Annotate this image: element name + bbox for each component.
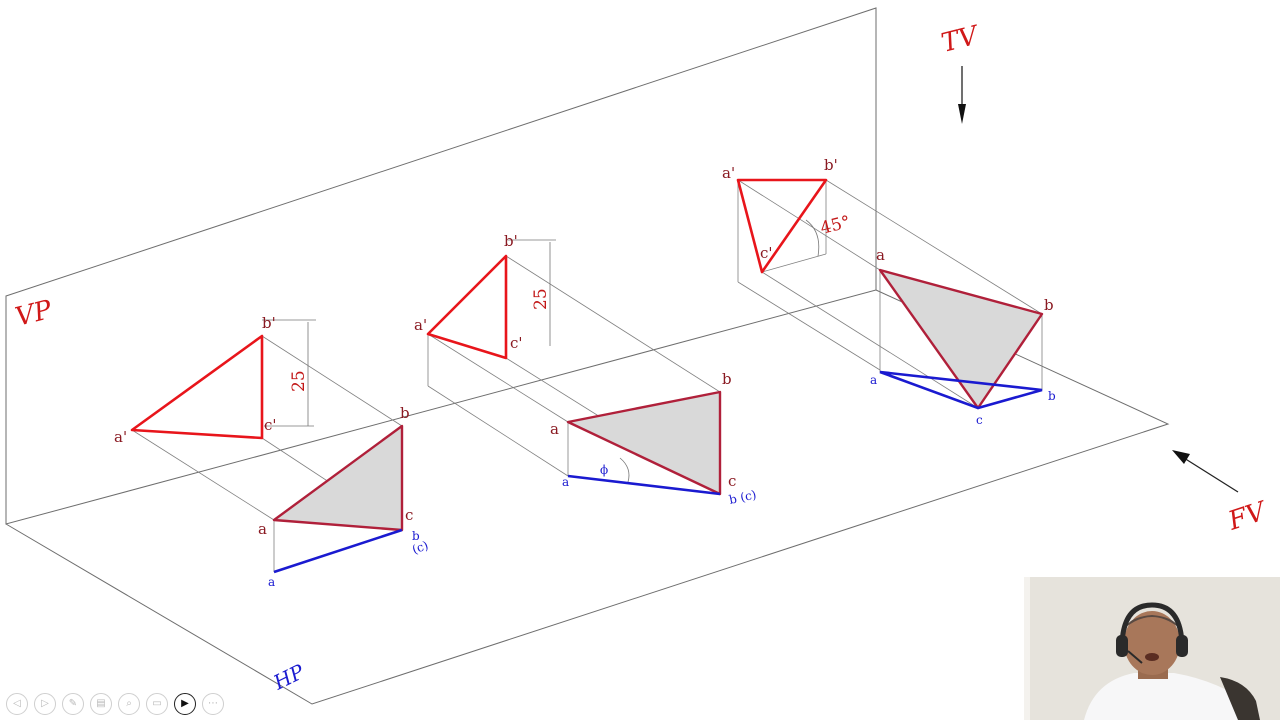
left-b-prime-label: b' bbox=[262, 314, 276, 332]
left-true-shape-triangle bbox=[272, 424, 404, 532]
subtitles-icon[interactable]: ▭ bbox=[146, 693, 168, 715]
left-b-label: b bbox=[400, 404, 410, 422]
left-dimension-25: 25 bbox=[289, 370, 309, 392]
slides-icon[interactable]: ▤ bbox=[90, 693, 112, 715]
right-b-label: b bbox=[1044, 296, 1054, 314]
left-a-prime-label: a' bbox=[114, 428, 127, 446]
middle-true-shape-triangle bbox=[566, 390, 722, 496]
hp-label: HP bbox=[269, 659, 309, 695]
camera-icon[interactable]: ▶ bbox=[174, 693, 196, 715]
left-a-top-label: a bbox=[268, 575, 275, 589]
previous-icon[interactable]: ◁ bbox=[6, 693, 28, 715]
right-c-prime-label: c' bbox=[760, 244, 773, 262]
right-a-prime-label: a' bbox=[722, 164, 735, 182]
left-front-view-triangle bbox=[130, 334, 264, 440]
right-b-prime-label: b' bbox=[824, 156, 838, 174]
left-c-label: c bbox=[405, 506, 413, 524]
horizontal-plane bbox=[5, 289, 1170, 705]
more-icon[interactable]: ⋯ bbox=[202, 693, 224, 715]
right-a-top-label: a bbox=[870, 373, 877, 387]
middle-phi-label: ϕ bbox=[600, 463, 608, 477]
left-c-prime-label: c' bbox=[264, 416, 277, 434]
middle-dimension-25: 25 bbox=[531, 288, 551, 310]
middle-bc-top-label: b (c) bbox=[728, 488, 758, 507]
left-a-label: a bbox=[258, 520, 267, 538]
fv-label: FV bbox=[1224, 496, 1271, 537]
left-c-top-label: (c) bbox=[410, 538, 430, 557]
middle-b-label: b bbox=[722, 370, 732, 388]
middle-a-label: a bbox=[550, 420, 559, 438]
fv-arrow-icon bbox=[1172, 450, 1239, 493]
left-top-view-line bbox=[273, 528, 403, 574]
left-b-top-label: b bbox=[412, 529, 420, 543]
middle-position-group: 25 ϕ a' b' c' a b c a b (c) bbox=[414, 232, 758, 507]
right-a-label: a bbox=[876, 246, 885, 264]
tv-arrow-icon bbox=[958, 66, 966, 124]
pen-icon[interactable]: ✎ bbox=[62, 693, 84, 715]
presenter-webcam bbox=[1024, 577, 1280, 720]
middle-a-prime-label: a' bbox=[414, 316, 427, 334]
middle-c-prime-label: c' bbox=[510, 334, 523, 352]
tv-label: TV bbox=[938, 20, 982, 58]
middle-a-top-label: a bbox=[562, 475, 569, 489]
right-angle-45-label: 45° bbox=[818, 212, 852, 239]
right-position-group: 45° a' b' c' a b a b c bbox=[722, 156, 1056, 427]
right-top-view-triangle bbox=[879, 370, 1043, 410]
middle-top-view-line bbox=[567, 474, 721, 496]
right-b-top-label: b bbox=[1048, 389, 1056, 403]
middle-b-prime-label: b' bbox=[504, 232, 518, 250]
vertical-plane bbox=[5, 7, 877, 525]
right-front-view-triangle bbox=[736, 178, 828, 274]
middle-c-label: c bbox=[728, 472, 736, 490]
vp-label: VP bbox=[12, 295, 55, 333]
zoom-icon[interactable]: ⌕ bbox=[118, 693, 140, 715]
slideshow-toolbar: ◁ ▷ ✎ ▤ ⌕ ▭ ▶ ⋯ bbox=[6, 692, 224, 716]
right-c-top-label: c bbox=[976, 413, 983, 427]
left-position-group: 25 a' b' c' a b c a b (c) bbox=[114, 314, 430, 589]
presenter-image bbox=[1024, 577, 1280, 720]
right-true-shape-triangle bbox=[878, 268, 1044, 410]
next-icon[interactable]: ▷ bbox=[34, 693, 56, 715]
middle-front-view-triangle bbox=[426, 254, 508, 360]
